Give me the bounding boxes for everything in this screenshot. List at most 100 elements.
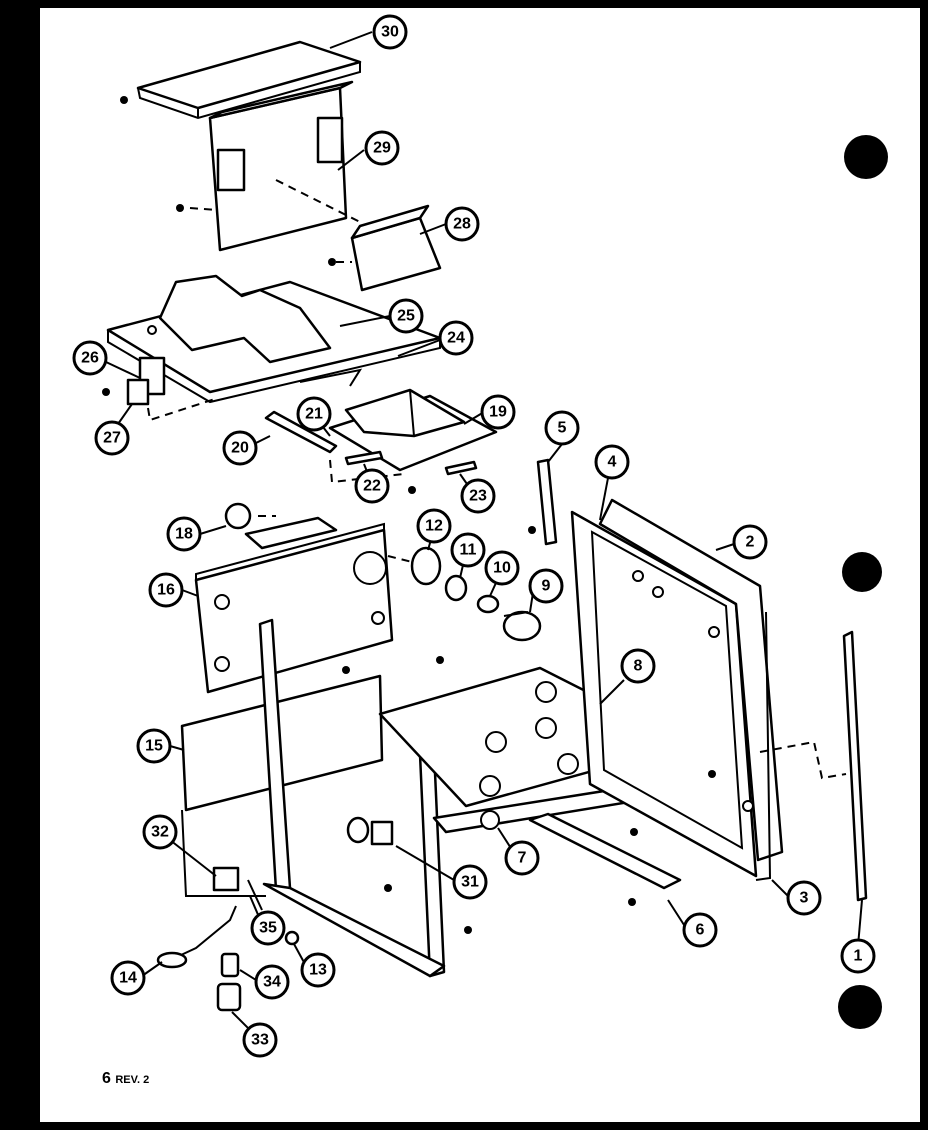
part-30-top-cover bbox=[136, 40, 362, 120]
callout-22: 22 bbox=[354, 468, 390, 504]
svg-text:23: 23 bbox=[469, 488, 487, 505]
part-33-cap bbox=[216, 982, 242, 1012]
callout-32: 32 bbox=[142, 814, 178, 850]
callout-27: 27 bbox=[94, 420, 130, 456]
part-11-spring bbox=[444, 574, 468, 602]
screws bbox=[102, 96, 716, 934]
svg-text:10: 10 bbox=[493, 560, 511, 577]
svg-text:7: 7 bbox=[518, 850, 527, 867]
diagram-sheet bbox=[40, 8, 920, 1122]
callout-2: 2 bbox=[732, 524, 768, 560]
part-10-clip bbox=[476, 594, 500, 614]
callout-21: 21 bbox=[296, 396, 332, 432]
svg-text:32: 32 bbox=[151, 824, 169, 841]
part-16-control-panel bbox=[194, 522, 394, 694]
callout-6: 6 bbox=[682, 912, 718, 948]
callout-4: 4 bbox=[594, 444, 630, 480]
svg-text:33: 33 bbox=[251, 1032, 269, 1049]
callout-10: 10 bbox=[484, 550, 520, 586]
svg-text:24: 24 bbox=[447, 330, 465, 347]
svg-text:6: 6 bbox=[696, 922, 705, 939]
svg-text:13: 13 bbox=[309, 962, 327, 979]
callout-26: 26 bbox=[72, 340, 108, 376]
svg-text:26: 26 bbox=[81, 350, 99, 367]
part-1-vertical-strip bbox=[759, 630, 868, 902]
svg-text:3: 3 bbox=[800, 890, 809, 907]
callout-5: 5 bbox=[544, 410, 580, 446]
part-19-burner-box bbox=[328, 388, 498, 472]
svg-text:14: 14 bbox=[119, 970, 137, 987]
part-14-cord bbox=[156, 905, 237, 969]
svg-text:21: 21 bbox=[305, 406, 323, 423]
part-5-side-strip bbox=[536, 458, 558, 546]
callout-28: 28 bbox=[444, 206, 480, 242]
callout-18: 18 bbox=[166, 516, 202, 552]
svg-text:16: 16 bbox=[157, 582, 175, 599]
callout-12: 12 bbox=[416, 508, 452, 544]
callout-14: 14 bbox=[110, 960, 146, 996]
svg-text:35: 35 bbox=[259, 920, 277, 937]
punch-hole-top bbox=[844, 135, 888, 179]
part-3-outer-frame bbox=[755, 611, 772, 881]
svg-text:11: 11 bbox=[460, 542, 477, 559]
svg-text:15: 15 bbox=[145, 738, 163, 755]
part-31-bushing bbox=[346, 816, 394, 846]
callout-15: 15 bbox=[136, 728, 172, 764]
callout-3: 3 bbox=[786, 880, 822, 916]
part-32-bracket bbox=[212, 866, 240, 892]
svg-text:9: 9 bbox=[542, 578, 551, 595]
svg-text:18: 18 bbox=[175, 526, 193, 543]
callout-35: 35 bbox=[250, 910, 286, 946]
svg-text:27: 27 bbox=[103, 430, 121, 447]
sheet-revision-label: 6 REV. 2 bbox=[102, 1070, 149, 1088]
part-23-strip bbox=[444, 460, 478, 476]
svg-text:12: 12 bbox=[425, 518, 443, 535]
callout-29: 29 bbox=[364, 130, 400, 166]
svg-text:25: 25 bbox=[397, 308, 415, 325]
part-4-door-frame bbox=[570, 510, 758, 878]
callout-19: 19 bbox=[480, 394, 516, 430]
part-28-bracket bbox=[336, 204, 442, 292]
callout-16: 16 bbox=[148, 572, 184, 608]
callout-7: 7 bbox=[504, 840, 540, 876]
punch-hole-bottom bbox=[838, 985, 882, 1029]
part-26-27-bracket bbox=[126, 356, 219, 422]
part-20-strip bbox=[264, 410, 338, 454]
part-13-screw bbox=[284, 930, 300, 946]
callout-9: 9 bbox=[528, 568, 564, 604]
svg-text:4: 4 bbox=[608, 454, 617, 471]
callout-25: 25 bbox=[388, 298, 424, 334]
part-6-rail bbox=[528, 812, 682, 890]
revision-text: REV. 2 bbox=[115, 1074, 150, 1086]
part-12-knob bbox=[410, 546, 442, 586]
part-2-oven-liner bbox=[598, 498, 784, 862]
svg-text:5: 5 bbox=[558, 420, 567, 437]
callout-34: 34 bbox=[254, 964, 290, 1000]
svg-text:34: 34 bbox=[263, 974, 281, 991]
frame-bottom-rail bbox=[262, 882, 446, 978]
callout-13: 13 bbox=[300, 952, 336, 988]
callout-24: 24 bbox=[438, 320, 474, 356]
svg-text:28: 28 bbox=[453, 216, 471, 233]
svg-text:29: 29 bbox=[373, 140, 391, 157]
callout-1: 1 bbox=[840, 938, 876, 974]
svg-text:22: 22 bbox=[363, 478, 381, 495]
svg-text:20: 20 bbox=[231, 440, 249, 457]
part-22-strip bbox=[344, 450, 384, 466]
part-24-cooktop-pan bbox=[106, 274, 442, 404]
part-34-fitting bbox=[220, 952, 240, 978]
callout-30: 30 bbox=[372, 14, 408, 50]
callout-8: 8 bbox=[620, 648, 656, 684]
part-29-back-panel bbox=[189, 80, 361, 252]
callout-31: 31 bbox=[452, 864, 488, 900]
callout-33: 33 bbox=[242, 1022, 278, 1058]
punch-hole-middle bbox=[842, 552, 882, 592]
callout-23: 23 bbox=[460, 478, 496, 514]
svg-text:31: 31 bbox=[461, 874, 479, 891]
svg-text:19: 19 bbox=[489, 404, 507, 421]
svg-text:30: 30 bbox=[381, 24, 399, 41]
svg-text:1: 1 bbox=[854, 948, 863, 965]
svg-text:8: 8 bbox=[634, 658, 643, 675]
